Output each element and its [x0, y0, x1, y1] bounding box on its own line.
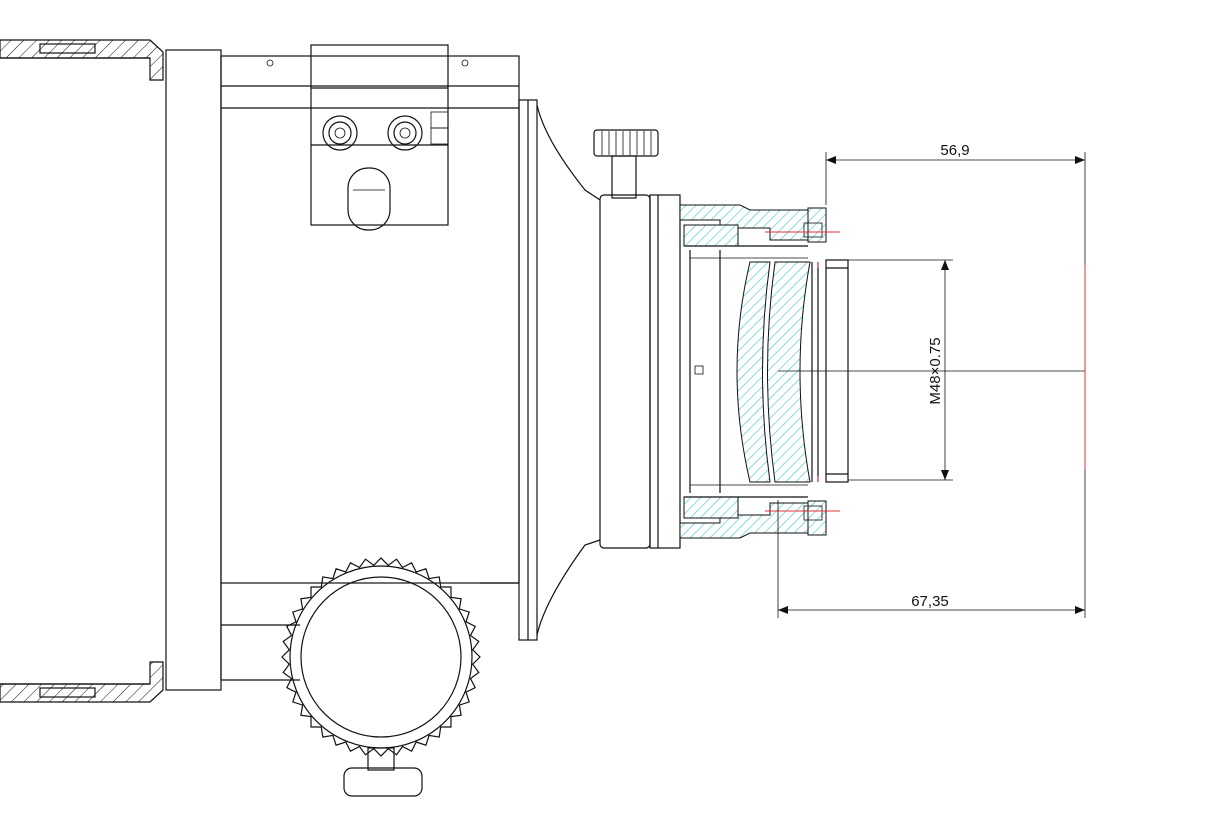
dimension-thread: M48×0.75	[848, 259, 953, 481]
top-knob-icon	[593, 129, 659, 199]
dimension-label-thread: M48×0.75	[927, 337, 944, 404]
focuser-body	[165, 49, 538, 691]
lock-block	[310, 44, 449, 231]
hex-screw-icon	[322, 115, 358, 151]
telescope-tube	[0, 39, 164, 703]
adapter-cone	[536, 104, 601, 636]
lens-assembly	[679, 204, 849, 539]
dimension-label-bottom: 67,35	[911, 593, 949, 610]
dimension-bottom: 67,35	[777, 470, 1086, 618]
focus-knob-icon	[281, 557, 481, 797]
dimension-top: 56,9	[825, 142, 1086, 265]
dimension-label-top: 56,9	[940, 142, 969, 159]
rotator-ring	[599, 194, 681, 549]
hex-screw-icon	[387, 115, 423, 151]
